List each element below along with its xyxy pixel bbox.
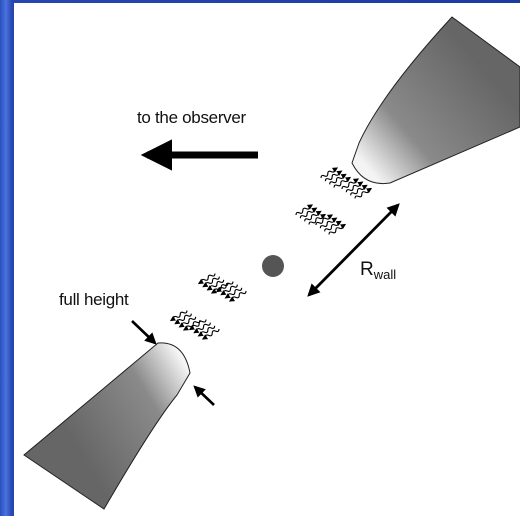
rwall-arrow	[307, 203, 400, 297]
full-height-label: full height	[59, 290, 129, 309]
rwall-main: R	[360, 259, 374, 280]
diagram-canvas	[23, 16, 520, 510]
full-height-arrow-bottom	[193, 385, 215, 406]
rwall-subscript: wall	[373, 267, 397, 282]
observer-label: to the observer	[137, 108, 246, 127]
upper-disk-wall	[351, 16, 520, 185]
photons-lower-left	[170, 269, 247, 344]
central-star	[262, 255, 284, 277]
full-height-arrow-top	[131, 320, 157, 345]
lower-disk-wall	[23, 342, 191, 510]
rwall-label: Rwall	[360, 259, 396, 282]
diagram-panel: to the observer full height Rwall	[14, 3, 520, 516]
